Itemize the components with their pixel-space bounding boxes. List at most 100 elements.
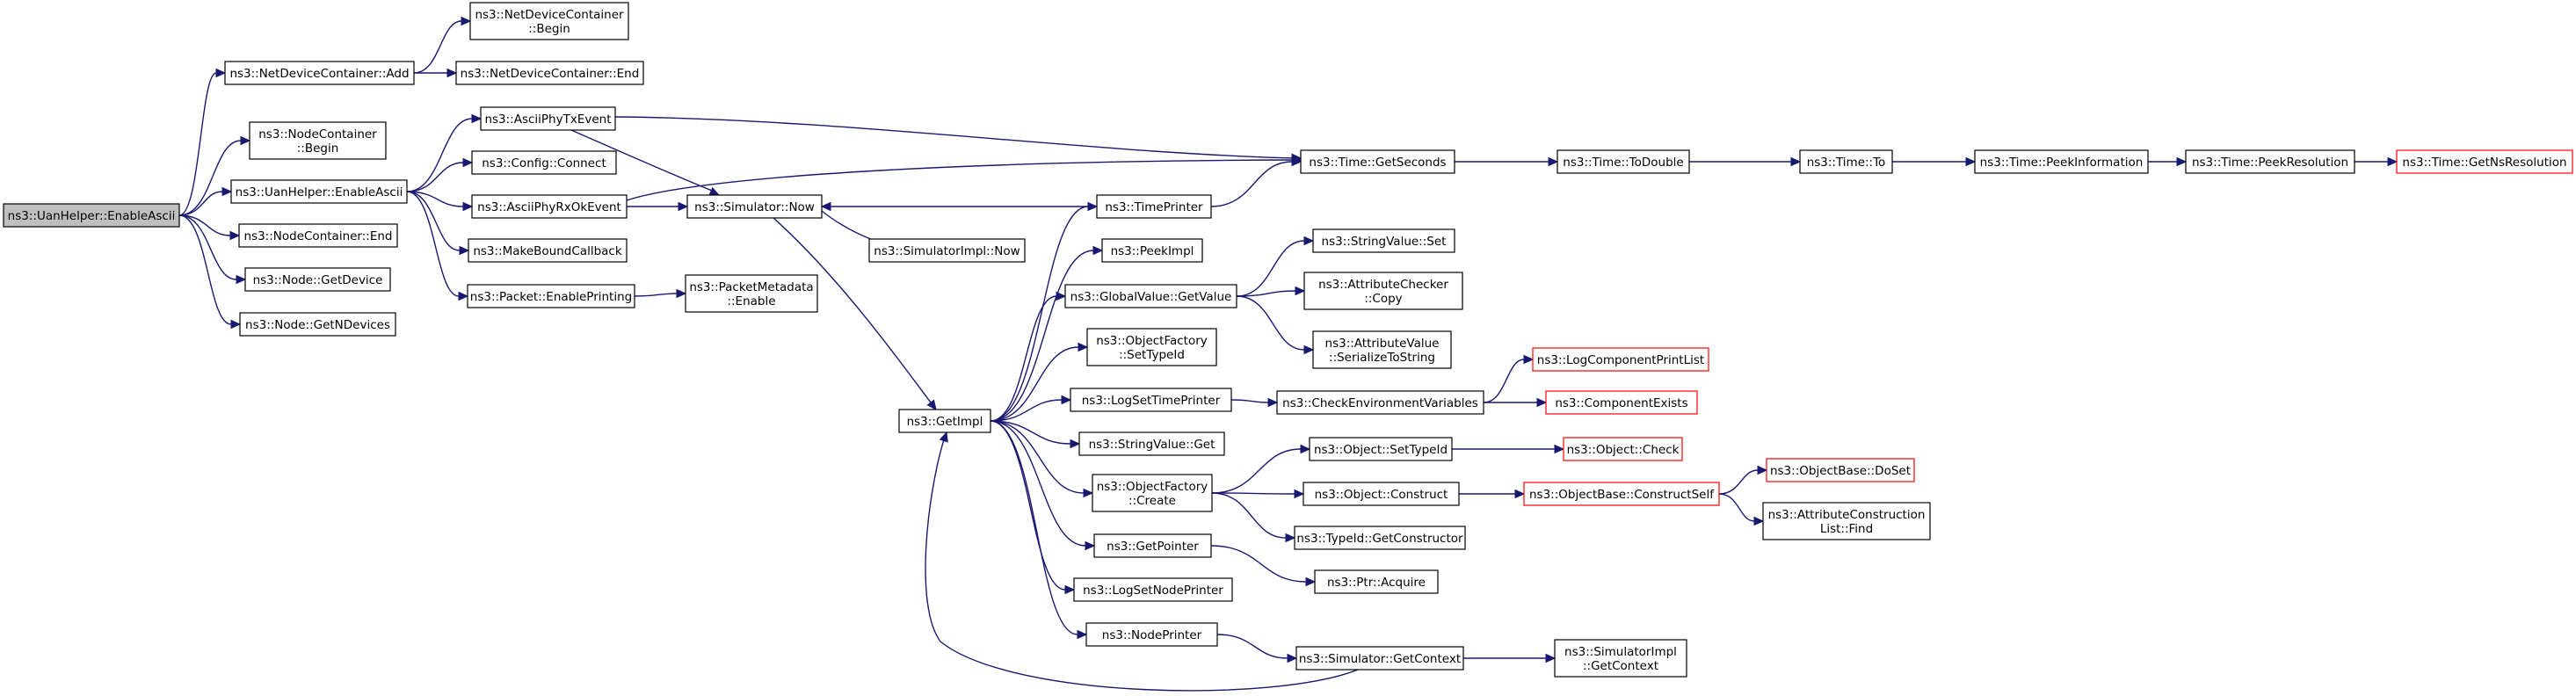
node-objCheck[interactable]: ns3::Object::Check [1563,437,1683,461]
node-peekImpl[interactable]: ns3::PeekImpl [1101,238,1203,263]
node-getPtr[interactable]: ns3::GetPointer [1093,533,1212,558]
node-uanEnable[interactable]: ns3::UanHelper::EnableAscii [230,179,408,204]
node-typeIdGetCtor[interactable]: ns3::TypeId::GetConstructor [1294,526,1466,550]
node-gvGet[interactable]: ns3::GlobalValue::GetValue [1064,284,1237,308]
node-simNow[interactable]: ns3::Simulator::Now [686,194,823,219]
edge-root-to-ncBegin [178,140,242,216]
node-nodeGetN[interactable]: ns3::Node::GetNDevices [239,312,396,337]
node-ptrAcquire[interactable]: ns3::Ptr::Acquire [1314,569,1439,594]
edge-getImpl-to-logTP [990,399,1063,422]
node-peekRes[interactable]: ns3::Time::PeekResolution [2185,149,2355,174]
edge-simNow-to-getImpl [773,217,934,407]
node-phyTx[interactable]: ns3::AsciiPhyTxEvent [480,106,616,131]
node-box [471,150,617,175]
node-checkEnv[interactable]: ns3::CheckEnvironmentVariables [1276,390,1484,415]
node-label: ns3::PacketMetadata [689,280,813,294]
node-box [1078,431,1225,456]
node-timeTo[interactable]: ns3::Time::To [1799,149,1893,174]
node-avSer[interactable]: ns3::AttributeValue::SerializeToString [1312,330,1452,369]
arrowhead-root-to-ncEnd [229,230,241,241]
node-label: ns3::LogComponentPrintList [1537,353,1704,367]
call-graph-edges [178,16,2398,692]
node-svSet[interactable]: ns3::StringValue::Set [1312,228,1455,253]
node-box [1556,149,1690,174]
node-pktMeta[interactable]: ns3::PacketMetadata::Enable [685,274,818,313]
arrowhead-phyRx-to-simNow [678,201,689,212]
node-label: ::GetContext [1583,659,1658,673]
node-box [1312,330,1452,369]
node-obDoSet[interactable]: ns3::ObjectBase::DoSet [1766,458,1915,482]
node-mkCb[interactable]: ns3::MakeBoundCallback [468,238,628,263]
arrowhead-getImpl-to-getPtr [1085,540,1096,551]
node-label: ns3::ObjectFactory [1096,334,1208,348]
node-ofSet[interactable]: ns3::ObjectFactory::SetTypeId [1086,328,1217,366]
node-ncEnd[interactable]: ns3::NodeContainer::End [238,223,398,248]
node-box [1799,149,1893,174]
node-label: ns3::StringValue::Set [1322,235,1447,249]
node-label: ns3::SimulatorImpl [1564,645,1677,659]
node-box [1314,569,1439,594]
node-ndcEnd[interactable]: ns3::NetDeviceContainer::End [455,61,644,85]
node-label: ns3::Simulator::GetContext [1299,652,1461,666]
node-ndcBegin[interactable]: ns3::NetDeviceContainer::Begin [469,2,629,40]
node-simImplNow[interactable]: ns3::SimulatorImpl::Now [868,238,1026,263]
node-simImplCtx[interactable]: ns3::SimulatorImpl::GetContext [1554,639,1687,678]
arrowhead-ofCreate-to-objConstruct [1294,489,1305,499]
node-compExists[interactable]: ns3::ComponentExists [1545,390,1698,415]
node-label: ns3::AttributeConstruction [1768,508,1926,522]
node-cfgConnect[interactable]: ns3::Config::Connect [471,150,617,175]
node-timePrinter[interactable]: ns3::TimePrinter [1096,194,1212,219]
edge-gvGet-to-acCopy [1236,290,1296,297]
node-label: ns3::NodeContainer::End [244,229,393,243]
arrowhead-logTP-to-checkEnv [1267,397,1279,408]
node-logCPL[interactable]: ns3::LogComponentPrintList [1532,347,1709,372]
node-ndcAdd[interactable]: ns3::NetDeviceContainer::Add [224,61,415,85]
node-timeGetSec[interactable]: ns3::Time::GetSeconds [1300,149,1455,174]
arrowhead-timeToDouble-to-timeTo [1790,156,1802,167]
node-nodeGetDevice[interactable]: ns3::Node::GetDevice [244,267,391,292]
edge-timePrinter-to-timeGetSec [1210,161,1293,207]
arrowhead-getImpl-to-logTP [1061,395,1072,405]
arrowhead-root-to-ncBegin [240,135,251,146]
edge-getImpl-to-getPtr [990,420,1086,547]
node-objConstruct[interactable]: ns3::Object::Construct [1303,482,1460,506]
node-box [1101,238,1203,263]
node-timeToDouble[interactable]: ns3::Time::ToDouble [1556,149,1690,174]
node-pktPrint[interactable]: ns3::Packet::EnablePrinting [467,284,635,308]
node-nodePrinter[interactable]: ns3::NodePrinter [1085,622,1218,647]
edge-phyTx-to-simNow [570,129,717,193]
node-label: ns3::Object::SetTypeId [1314,443,1448,457]
node-ofCreate[interactable]: ns3::ObjectFactory::Create [1092,474,1213,512]
node-acCopy[interactable]: ns3::AttributeChecker::Copy [1303,272,1463,310]
node-box [224,61,415,85]
node-simGetCtx[interactable]: ns3::Simulator::GetContext [1295,646,1464,671]
arrowhead-uanEnable-to-cfgConnect [462,157,474,168]
arrowhead-objConstruct-to-obConstructSelf [1514,489,1526,499]
node-label: ns3::NodeContainer [258,127,377,141]
node-label: ::Begin [528,22,570,36]
node-label: ns3::MakeBoundCallback [473,244,622,258]
node-label: ns3::ObjectFactory [1097,480,1208,494]
node-label: ns3::GetPointer [1107,540,1199,554]
node-root[interactable]: ns3::UanHelper::EnableAscii [3,203,180,228]
node-logNP[interactable]: ns3::LogSetNodePrinter [1073,577,1233,602]
node-box [868,238,1026,263]
arrowhead-uanEnable-to-phyRx [462,201,474,212]
node-logTP[interactable]: ns3::LogSetTimePrinter [1070,388,1232,412]
node-svGet[interactable]: ns3::StringValue::Get [1078,431,1225,456]
node-objSetType[interactable]: ns3::Object::SetTypeId [1309,437,1453,461]
node-phyRx[interactable]: ns3::AsciiPhyRxOkEvent [471,194,628,219]
node-box [685,274,818,313]
node-peekInfo[interactable]: ns3::Time::PeekInformation [1974,149,2149,174]
node-box [239,312,396,337]
arrowhead-timeGetSec-to-timeToDouble [1548,156,1559,167]
edge-obConstructSelf-to-obDoSet [1718,469,1759,495]
node-obConstructSelf[interactable]: ns3::ObjectBase::ConstructSelf [1523,482,1720,506]
node-label: ::SerializeToString [1329,351,1435,365]
node-getImpl[interactable]: ns3::GetImpl [898,409,991,433]
arrowhead-getImpl-to-nodePrinter [1077,629,1088,640]
node-ncBegin[interactable]: ns3::NodeContainer::Begin [249,121,387,160]
node-nsRes[interactable]: ns3::Time::GetNsResolution [2396,149,2573,174]
